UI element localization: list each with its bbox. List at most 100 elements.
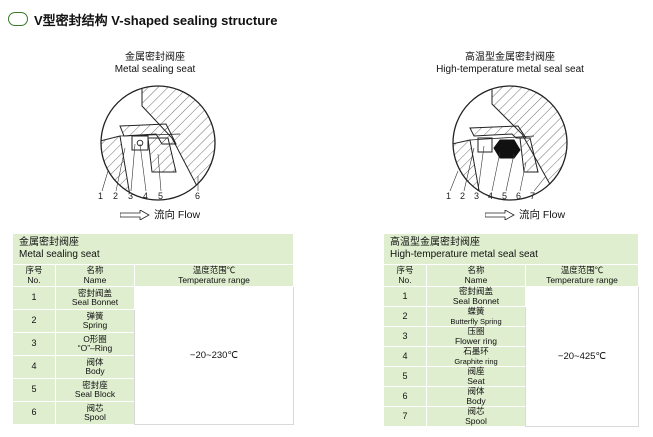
part-name-cn: 阀芯 <box>86 402 104 413</box>
row-number: 7 <box>383 406 427 427</box>
callout-6: 6 <box>195 191 200 201</box>
table-title: 高温型金属密封阀座 High-temperature metal seal se… <box>383 233 639 265</box>
callout-2: 2 <box>460 191 465 201</box>
row-number: 3 <box>12 332 56 356</box>
column-header-name-en: Name <box>83 274 107 285</box>
column-header-temperature-cn: 温度范围℃ <box>560 265 604 275</box>
part-name-cn: 密封阀盖 <box>77 287 112 298</box>
column-header-no-en: No. <box>27 274 41 285</box>
column-header-name: 名称 Name <box>55 264 135 287</box>
part-name-cn: 密封阀盖 <box>458 286 493 296</box>
column-header-no-en: No. <box>398 274 412 285</box>
part-name-en: Body <box>466 395 486 406</box>
column-header-temperature-cn: 温度范围℃ <box>192 265 236 275</box>
row-number: 2 <box>383 306 427 327</box>
column-header-name-cn: 名称 <box>86 265 104 275</box>
temperature-range: −20~425℃ <box>525 286 639 427</box>
table-title-en: Metal sealing seat <box>19 249 100 260</box>
figure-1-caption-en: Metal sealing seat <box>114 64 196 75</box>
figure-2-caption-cn: 高温型金属密封阀座 <box>465 52 555 63</box>
flow-label: 流向 Flow <box>154 209 201 221</box>
callout-5: 5 <box>502 191 507 201</box>
callout-4: 4 <box>488 191 493 201</box>
part-name-en: Spring <box>82 320 108 330</box>
part-name-en: Body <box>85 366 105 376</box>
flow-indicator-1: 流向 Flow <box>120 207 200 222</box>
part-name-en: Seal Bonnet <box>452 295 500 306</box>
part-name-cn: O形圈 <box>83 333 107 344</box>
part-name-en: Butterfly Spring <box>450 316 502 326</box>
part-name-en: Seal Block <box>74 389 116 399</box>
part-name-en: Flower ring <box>454 335 498 346</box>
flow-arrow-icon <box>120 209 150 220</box>
part-name-cn: 阀体 <box>86 356 104 367</box>
part-name-cn: 弹簧 <box>86 310 104 321</box>
brand-logo <box>8 12 28 26</box>
callout-2: 2 <box>113 191 118 201</box>
part-name-en: Graphite ring <box>454 356 498 366</box>
callout-5: 5 <box>158 191 163 201</box>
column-header-name-cn: 名称 <box>467 265 485 275</box>
callout-1: 1 <box>98 191 103 201</box>
column-header-name-en: Name <box>464 274 488 285</box>
metal-seat-table: 金属密封阀座 Metal sealing seat 序号 No. 名称 Name… <box>12 233 294 425</box>
flow-arrow-icon <box>485 209 515 220</box>
row-number: 3 <box>383 326 427 347</box>
figure-1-drawing: 1 2 3 4 5 6 <box>98 85 216 201</box>
row-number: 5 <box>12 378 56 402</box>
callout-3: 3 <box>128 191 133 201</box>
row-number: 1 <box>12 286 56 310</box>
figure-2-drawing: 1 2 3 4 5 6 7 <box>446 85 568 201</box>
table-title-cn: 高温型金属密封阀座 <box>390 237 480 248</box>
figure-2-caption-en: High-temperature metal seal seat <box>436 64 584 75</box>
row-number: 4 <box>12 355 56 379</box>
part-name-cn: 密封座 <box>82 379 108 390</box>
column-header-temperature-en: Temperature range <box>546 274 618 285</box>
column-header-temperature: 温度范围℃ Temperature range <box>134 264 294 287</box>
page-title: V型密封结构 V-shaped sealing structure <box>34 12 278 28</box>
part-name-en: Seat <box>467 375 485 386</box>
figure-1-caption-cn: 金属密封阀座 <box>125 52 185 63</box>
table-title-en: High-temperature metal seal seat <box>390 249 538 260</box>
column-header-no-cn: 序号 <box>25 265 43 275</box>
row-number: 2 <box>12 309 56 333</box>
part-name-en: Spool <box>465 415 487 426</box>
row-number: 1 <box>383 286 427 307</box>
table-title-cn: 金属密封阀座 <box>19 237 79 248</box>
row-number: 6 <box>12 401 56 425</box>
part-name-en: “O”–Ring <box>77 343 113 353</box>
row-number: 5 <box>383 366 427 387</box>
column-header-temperature-en: Temperature range <box>178 274 250 285</box>
title-bar: V型密封结构 V-shaped sealing structure <box>8 8 277 30</box>
callout-7: 7 <box>530 191 535 201</box>
column-header-no: 序号 No. <box>12 264 56 287</box>
figure-1-caption: 金属密封阀座 Metal sealing seat <box>95 52 215 76</box>
high-temperature-seat-table: 高温型金属密封阀座 High-temperature metal seal se… <box>383 233 639 427</box>
callout-6: 6 <box>516 191 521 201</box>
part-name-cn: 阀芯 <box>467 406 485 416</box>
row-number: 6 <box>383 386 427 407</box>
flow-indicator-2: 流向 Flow <box>485 207 565 222</box>
part-name-en: Seal Bonnet <box>71 297 119 307</box>
table-title: 金属密封阀座 Metal sealing seat <box>12 233 294 265</box>
part-name-cn: 阀座 <box>467 366 485 376</box>
column-header-no-cn: 序号 <box>396 265 414 275</box>
column-header-no: 序号 No. <box>383 264 427 287</box>
part-name-cn: 压圈 <box>467 326 485 336</box>
part-name-cn: 蝶簧 <box>467 306 485 316</box>
figure-2-caption: 高温型金属密封阀座 High-temperature metal seal se… <box>430 52 590 76</box>
part-name-cn: 阀体 <box>467 386 485 396</box>
row-number: 4 <box>383 346 427 367</box>
flow-label: 流向 Flow <box>519 209 566 221</box>
